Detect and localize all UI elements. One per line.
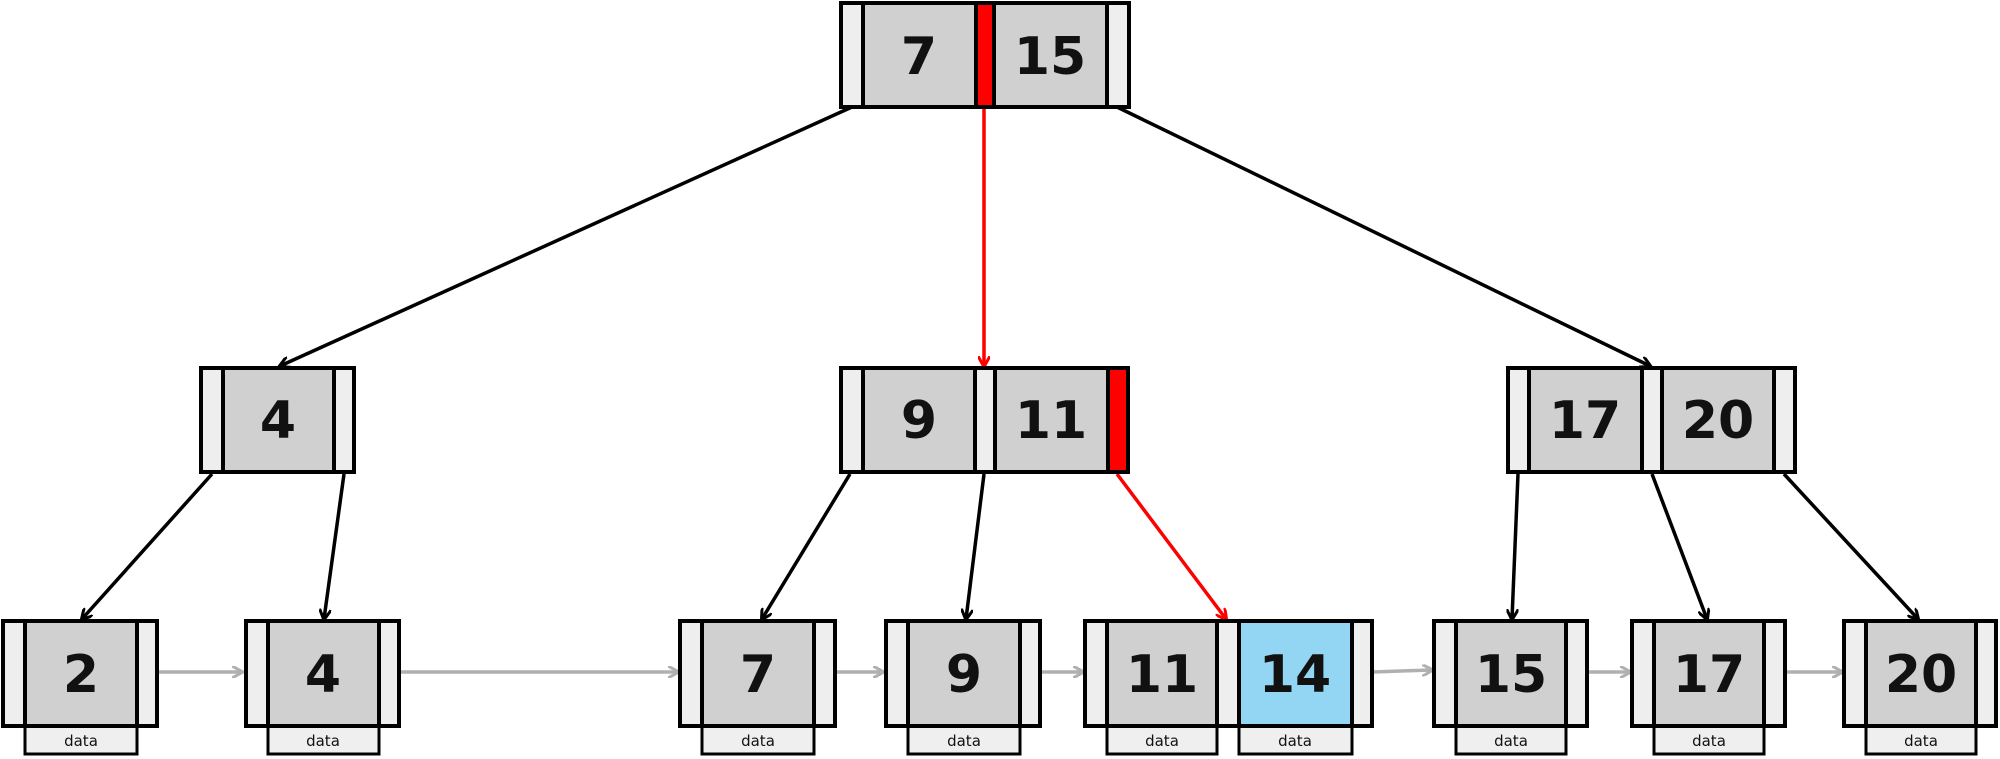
edge-node-17-20-to-leaf-15 [1512,473,1520,619]
root-key-1: 7 [901,27,937,87]
leaf-node-11-14-data-1: data [1145,732,1179,750]
leaf-links [158,670,1842,672]
internal-node-9-11: 9 11 [839,366,1130,474]
leaf-node-11-14-key-2-highlighted: 14 [1259,645,1331,705]
leaf-node-15: 15 data [1432,619,1589,756]
edge-node-9-11-to-leaf-9 [966,473,986,619]
leaf-node-20: 20 data [1842,619,1998,756]
leaf-node-2: 2 data [1,619,159,756]
leaf-node-4-key: 4 [305,645,341,705]
edge-node-17-20-to-leaf-20 [1782,472,1918,619]
leaf-node-4-data: data [306,732,340,750]
leaf-node-9-data: data [947,732,981,750]
internal-node-9-11-key-1: 9 [901,391,937,451]
search-path-edges [984,107,1226,619]
internal-node-17-20: 17 20 [1506,366,1797,474]
leaf-node-9: 9 data [884,619,1042,756]
internal-node-9-11-key-2: 11 [1015,391,1087,451]
edge-root-to-node-17-20 [1116,105,1650,366]
internal-node-17-20-key-2: 20 [1682,391,1754,451]
leaf-node-2-key: 2 [63,645,99,705]
internal-node-4: 4 [199,366,356,474]
leaf-node-7-data: data [741,732,775,750]
edge-node-4-to-leaf-4 [324,473,346,619]
leaf-node-15-data: data [1494,732,1528,750]
leaf-link-5 [1372,670,1432,672]
leaf-node-9-key: 9 [946,645,982,705]
search-edge-node-9-11-to-leaf-11-14 [1115,472,1226,619]
leaf-node-20-key: 20 [1885,645,1957,705]
root-key-2: 15 [1014,27,1086,87]
edge-node-4-to-leaf-2 [82,472,214,619]
edge-node-9-11-to-leaf-7 [762,473,852,619]
leaf-node-17-key: 17 [1673,645,1745,705]
leaf-node-17-data: data [1692,732,1726,750]
edge-root-to-node-4 [280,105,853,366]
leaf-node-2-data: data [64,732,98,750]
leaf-node-4: 4 data [244,619,401,756]
root-node: 7 15 [839,1,1131,109]
tree-edges [82,105,1918,619]
internal-node-17-20-key-1: 17 [1549,391,1621,451]
internal-node-4-key-1: 4 [260,391,296,451]
leaf-node-15-key: 15 [1475,645,1547,705]
leaf-node-7-key: 7 [740,645,776,705]
leaf-node-11-14-key-1: 11 [1126,645,1198,705]
leaf-node-17: 17 data [1630,619,1787,756]
leaf-node-20-data: data [1904,732,1938,750]
leaf-node-11-14-data-2: data [1278,732,1312,750]
leaf-node-11-14: 11 14 data data [1083,619,1374,756]
edge-node-17-20-to-leaf-17 [1650,473,1707,619]
leaf-node-7: 7 data [678,619,837,756]
